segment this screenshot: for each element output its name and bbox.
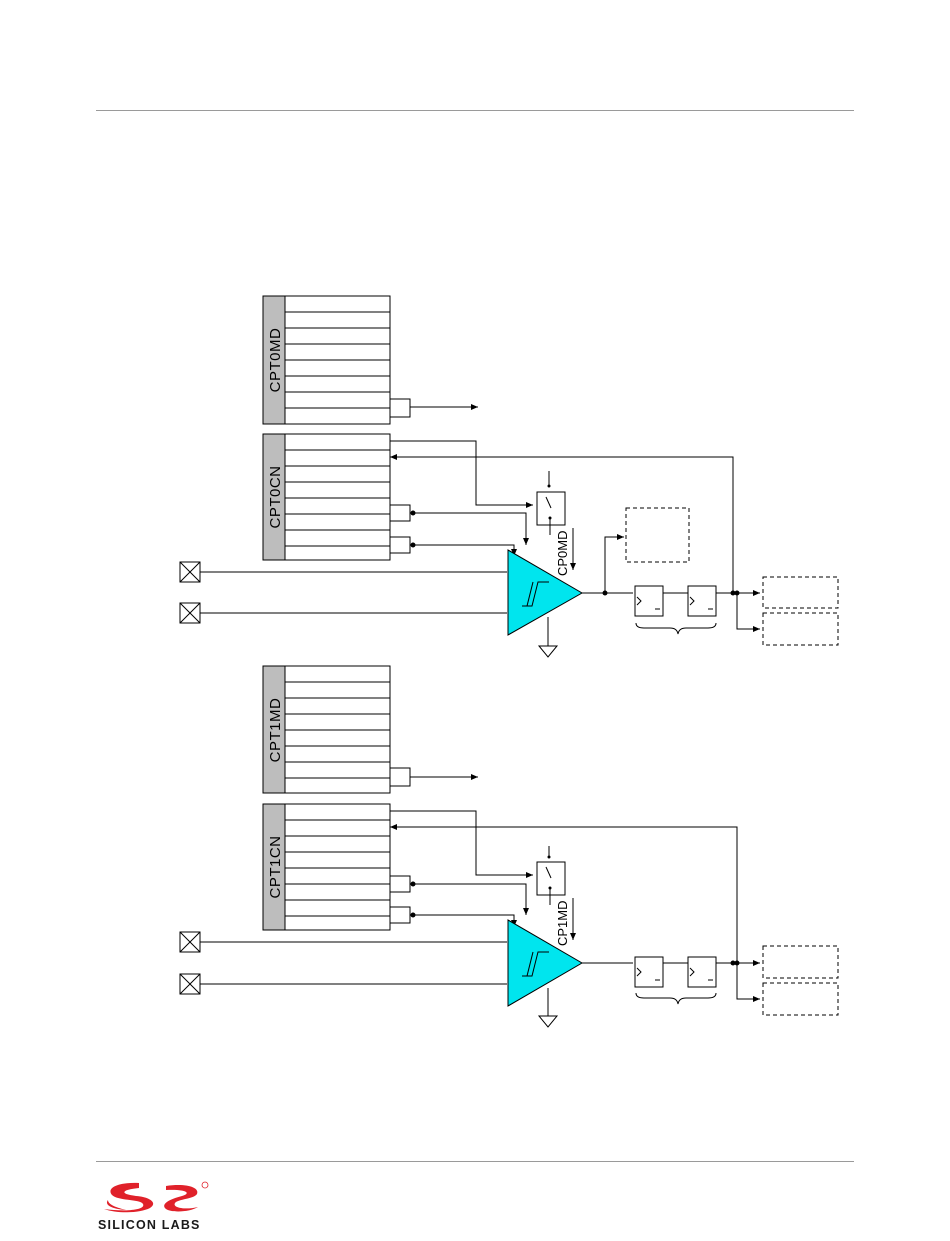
cpt0cn-register: CPT0CN bbox=[263, 434, 390, 560]
logo-text: SILICON LABS bbox=[98, 1218, 201, 1232]
cp1-synchronizer bbox=[635, 957, 716, 1004]
comparator1-triangle bbox=[508, 920, 582, 1027]
cp1-sync-dest-box-1 bbox=[763, 946, 838, 978]
cp0-switch bbox=[537, 471, 565, 535]
cpt1md-register: CPT1MD bbox=[263, 666, 478, 793]
cpt1cn-register: CPT1CN bbox=[263, 804, 390, 930]
cp0-positive-input-pin bbox=[180, 562, 200, 582]
cp0-async-dest-box bbox=[626, 508, 689, 562]
cp1-switch bbox=[537, 846, 565, 905]
cp0-synchronizer bbox=[635, 586, 716, 634]
comparator1-section: CPT1MD CPT1CN bbox=[180, 666, 838, 1027]
cpt0cn-label: CPT0CN bbox=[267, 465, 284, 528]
cp0-negative-input-pin bbox=[180, 603, 200, 623]
comparator0-section: CPT0MD CPT0CN bbox=[180, 296, 838, 657]
silicon-labs-logo-icon bbox=[104, 1182, 208, 1212]
cpt1md-label: CPT1MD bbox=[267, 698, 284, 763]
cp0md-label: CP0MD bbox=[555, 530, 570, 576]
cpt0md-label: CPT0MD bbox=[267, 328, 284, 393]
cp0-sync-dest-box-1 bbox=[763, 577, 838, 608]
cp1-positive-input-pin bbox=[180, 932, 200, 952]
cp1-sync-dest-box-2 bbox=[763, 983, 838, 1015]
cp1md-label: CP1MD bbox=[555, 900, 570, 946]
cpt1cn-label: CPT1CN bbox=[267, 835, 284, 898]
cpt0md-register: CPT0MD bbox=[263, 296, 478, 424]
cp1-negative-input-pin bbox=[180, 974, 200, 994]
cp0-sync-dest-box-2 bbox=[763, 613, 838, 645]
comparator0-triangle bbox=[508, 550, 582, 657]
